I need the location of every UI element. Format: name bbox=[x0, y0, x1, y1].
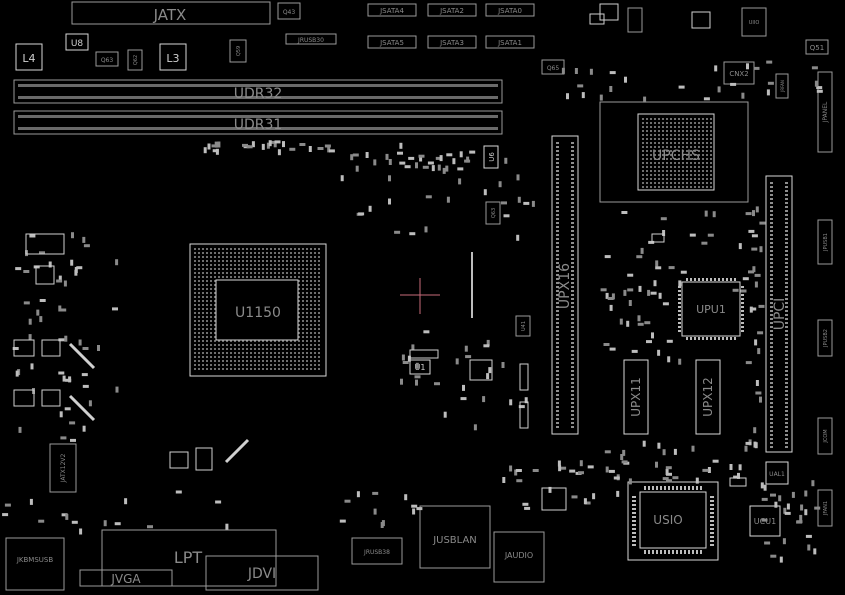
jsata3-label: JSATA3 bbox=[439, 39, 464, 47]
ual1-label: UAL1 bbox=[769, 471, 785, 478]
usb-header-1: JPUSB1 bbox=[817, 219, 833, 265]
chip-u8: U8 bbox=[65, 33, 89, 51]
udr31-label: UDR31 bbox=[234, 117, 283, 133]
atx12v-connector: JATX12V2 bbox=[49, 443, 77, 493]
jsata0-label: JSATA0 bbox=[497, 7, 522, 15]
jrusb30-label: JRUSB30 bbox=[297, 37, 324, 44]
chip-q59: Q59 bbox=[229, 39, 247, 63]
q43-label: Q43 bbox=[283, 9, 296, 16]
jpanel-label: JPANEL bbox=[822, 101, 829, 123]
cpu-socket-u1150: U1150 bbox=[189, 243, 327, 377]
u1150-label: U1150 bbox=[235, 305, 281, 321]
usb-header-2: JPUSB2 bbox=[817, 319, 833, 357]
udr32-label: UDR32 bbox=[234, 86, 283, 102]
chip-q62: Q62 bbox=[127, 49, 143, 71]
inductor-l3: L3 bbox=[159, 43, 187, 71]
jsata4-label: JSATA4 bbox=[379, 7, 404, 15]
jsata2-label: JSATA2 bbox=[439, 7, 464, 15]
pch-upchs: UPCHS bbox=[599, 101, 749, 203]
q65-label: Q65 bbox=[547, 65, 560, 72]
usio-pins bbox=[632, 486, 714, 554]
jatx-connector: JATX bbox=[71, 1, 271, 25]
jsata5-label: JSATA5 bbox=[379, 39, 404, 47]
chip-u41: U41 bbox=[515, 315, 531, 337]
jusblan-label: JUSBLAN bbox=[432, 535, 477, 546]
q59-label: Q59 bbox=[236, 46, 242, 56]
q62-label: Q62 bbox=[133, 55, 139, 65]
usb30-header: JRUSB30 bbox=[285, 33, 337, 45]
dimm-slot-udr32: UDR32 bbox=[13, 79, 503, 104]
upx16-label: UPX16 bbox=[557, 263, 573, 309]
audio-connector: JAUDIO bbox=[493, 531, 545, 583]
chip-q63: Q63 bbox=[95, 51, 119, 67]
smd-components bbox=[2, 3, 823, 563]
cnx2-label: CNX2 bbox=[729, 70, 748, 78]
u8-label: U8 bbox=[71, 39, 84, 49]
upu1-label: UPU1 bbox=[696, 303, 726, 316]
chip-u1: U1 bbox=[409, 359, 431, 375]
upu1-pins bbox=[678, 278, 744, 340]
chip-q63-mid: Q63 bbox=[485, 201, 501, 225]
lpt-connector: LPT bbox=[101, 529, 277, 587]
chip-u6: U6 bbox=[483, 145, 499, 169]
q63-label: Q63 bbox=[101, 57, 114, 64]
dimm-slot-udr31: UDR31 bbox=[13, 110, 503, 135]
uiio-label: UIIO bbox=[749, 20, 760, 26]
l3-label: L3 bbox=[166, 52, 179, 65]
upci-pin-row bbox=[770, 182, 788, 448]
upx16-pin-row bbox=[556, 142, 574, 428]
chip-cnx2: CNX2 bbox=[723, 61, 755, 85]
jvga-label: JVGA bbox=[110, 572, 141, 586]
vga-connector: JVGA bbox=[79, 569, 173, 587]
u1-label: U1 bbox=[415, 363, 426, 372]
upx11-label: UPX11 bbox=[629, 377, 643, 417]
upci-label: UPCI bbox=[772, 298, 788, 331]
jrfan-label: JRFAN bbox=[780, 80, 785, 93]
jsata1-label: JSATA1 bbox=[497, 39, 522, 47]
upx12-label: UPX12 bbox=[701, 377, 715, 417]
front-panel-header: JPANEL bbox=[817, 71, 833, 153]
pci-slot: UPCI bbox=[765, 175, 793, 453]
jfan1-label: JFAN1 bbox=[823, 501, 829, 516]
jcom-label: JCOM bbox=[823, 429, 829, 443]
chip-ual1: UAL1 bbox=[765, 461, 789, 485]
chip-upu1: UPU1 bbox=[678, 278, 744, 340]
usb-lan-connector: JUSBLAN bbox=[419, 505, 491, 569]
usio-label: USIO bbox=[653, 513, 682, 527]
rear-fan-header: JRFAN bbox=[775, 73, 789, 99]
q63b-label: Q63 bbox=[491, 208, 497, 218]
u6-label: U6 bbox=[488, 152, 496, 162]
jpusb2-label: JPUSB2 bbox=[823, 329, 829, 348]
jatx12v2-label: JATX12V2 bbox=[60, 454, 67, 484]
superio-usio: USIO bbox=[627, 481, 719, 561]
sata-connectors: JSATA4 JSATA2 JSATA0 JSATA5 JSATA3 JSATA… bbox=[367, 3, 535, 49]
chip-q43: Q43 bbox=[277, 2, 301, 20]
q51-label: Q51 bbox=[810, 44, 824, 52]
jkbmsusb-label: JKBMSUSB bbox=[16, 556, 54, 564]
dvi-connector: JDVI bbox=[205, 555, 319, 591]
jdvi-label: JDVI bbox=[247, 566, 276, 582]
pcie-x1-slot-1: UPX11 bbox=[623, 359, 649, 435]
inductor-l4: L4 bbox=[15, 43, 43, 71]
l4-label: L4 bbox=[22, 52, 35, 65]
u41-label: U41 bbox=[521, 321, 527, 331]
chip-q51: Q51 bbox=[805, 39, 829, 55]
chip-uiio: UIIO bbox=[741, 7, 767, 37]
pcie-x16-slot: UPX16 bbox=[551, 135, 579, 435]
kb-ms-usb-connector: JKBMSUSB bbox=[5, 537, 65, 591]
jaudio-label: JAUDIO bbox=[504, 551, 533, 560]
jatx-label: JATX bbox=[153, 6, 187, 24]
lpt-label: LPT bbox=[174, 548, 203, 567]
jrusb38-label: JRUSB38 bbox=[363, 549, 390, 556]
com-header: JCOM bbox=[817, 417, 833, 455]
pch-pin-grid bbox=[642, 118, 712, 188]
pcie-x1-slot-2: UPX12 bbox=[695, 359, 721, 435]
chip-q65: Q65 bbox=[541, 59, 565, 75]
origin-crosshair bbox=[400, 278, 440, 314]
upchs-label: UPCHS bbox=[652, 148, 700, 164]
jpusb1-label: JPUSB1 bbox=[823, 233, 829, 252]
usb38-header: JRUSB38 bbox=[351, 537, 403, 565]
